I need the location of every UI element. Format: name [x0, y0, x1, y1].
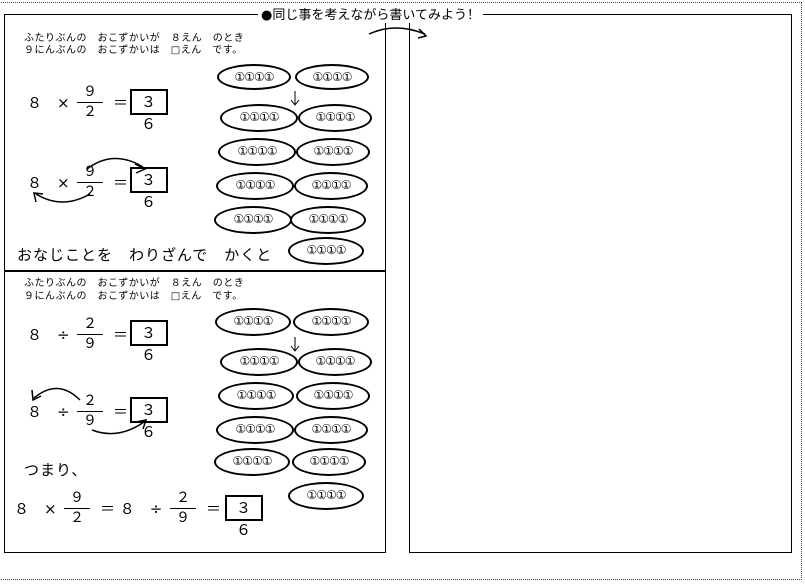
curved-arrow-icon: [86, 157, 147, 174]
oval-group: ①①①①: [296, 138, 370, 166]
answer-box: ３６: [130, 397, 168, 441]
fraction-bar: [170, 508, 196, 509]
denominator: ９: [83, 413, 97, 429]
oval-group: ①①①①: [288, 237, 364, 265]
fraction-bar: [77, 411, 103, 412]
oval-group: ①①①①: [218, 138, 296, 166]
oval-group: ①①①①: [298, 104, 372, 132]
oval-group: ①①①①: [215, 308, 291, 336]
answer-box: ３６: [130, 89, 168, 133]
numerator: ２: [83, 316, 97, 332]
numerator: ９: [83, 164, 97, 180]
final-equation-left: ８ ×: [14, 500, 57, 518]
oval-group: ①①①①: [294, 416, 368, 444]
denominator: ２: [83, 104, 97, 120]
oval-group: ①①①①: [288, 482, 364, 510]
oval-group: ①①①①: [217, 64, 291, 90]
equation-left: ８ ×: [27, 174, 70, 192]
header-instruction: ●同じ事を考えながら書いてみよう！: [258, 4, 483, 23]
down-arrow-icon: [290, 337, 300, 352]
equals-sign: ＝: [113, 326, 129, 344]
fraction: ２ ９: [77, 316, 103, 353]
oval-group: ①①①①: [214, 206, 292, 234]
final-equation-middle: ＝ ８ ÷: [100, 500, 163, 518]
down-arrow-icon: [290, 91, 300, 106]
section-divider: [5, 270, 385, 272]
equals-sign: ＝: [113, 403, 129, 421]
curved-arrow-icon: [368, 27, 428, 39]
denominator: ９: [83, 336, 97, 352]
numerator: ９: [83, 84, 97, 100]
oval-group: ①①①①: [295, 64, 369, 90]
fraction: ９ ２: [77, 84, 103, 121]
answer-box: ３６: [130, 167, 168, 211]
right-panel: [409, 14, 792, 553]
numerator: ２: [176, 490, 190, 506]
denominator: ２: [70, 510, 84, 526]
fraction-bar: [64, 508, 90, 509]
problem-line-2: ９にんぶんの おこずかいは □えん です。: [24, 291, 243, 302]
denominator: ９: [176, 510, 190, 526]
oval-group: ①①①①: [216, 416, 294, 444]
oval-group: ①①①①: [218, 382, 294, 410]
answer-box: ３６: [225, 495, 263, 539]
equation-left: ８ ÷: [27, 403, 70, 421]
problem-line-1: ふたりぶんの おこずかいが ８えん のとき: [24, 278, 245, 289]
oval-group: ①①①①: [290, 206, 366, 234]
numerator: ２: [83, 393, 97, 409]
oval-group: ①①①①: [292, 448, 366, 476]
equals-sign: ＝: [206, 500, 222, 518]
caption: おなじことを わりざんで かくと: [17, 246, 273, 264]
oval-group: ①①①①: [220, 104, 298, 132]
fraction-bar: [77, 334, 103, 335]
curved-arrow-icon: [91, 419, 148, 435]
problem-line-2: ９にんぶんの おこずかいは □えん です。: [24, 45, 243, 56]
equals-sign: ＝: [113, 94, 129, 112]
oval-group: ①①①①: [214, 448, 290, 476]
oval-group: ①①①①: [298, 348, 372, 376]
conclusion-label: つまり、: [24, 461, 88, 479]
fraction: ９ ２: [64, 490, 90, 527]
equation-left: ８ ÷: [27, 326, 70, 344]
curved-arrow-icon: [31, 387, 81, 402]
equation-left: ８ ×: [27, 94, 70, 112]
fraction-bar: [77, 102, 103, 103]
oval-group: ①①①①: [296, 382, 370, 410]
fraction-bar: [77, 182, 103, 183]
oval-group: ①①①①: [216, 172, 294, 200]
answer-box: ３６: [130, 320, 168, 364]
equals-sign: ＝: [113, 174, 129, 192]
numerator: ９: [70, 490, 84, 506]
curved-arrow-icon: [33, 192, 91, 203]
fraction: ２ ９: [77, 393, 103, 430]
oval-group: ①①①①: [293, 308, 369, 336]
fraction: ２ ９: [170, 490, 196, 527]
problem-line-1: ふたりぶんの おこずかいが ８えん のとき: [24, 33, 245, 44]
oval-group: ①①①①: [220, 348, 298, 376]
oval-group: ①①①①: [294, 172, 368, 200]
